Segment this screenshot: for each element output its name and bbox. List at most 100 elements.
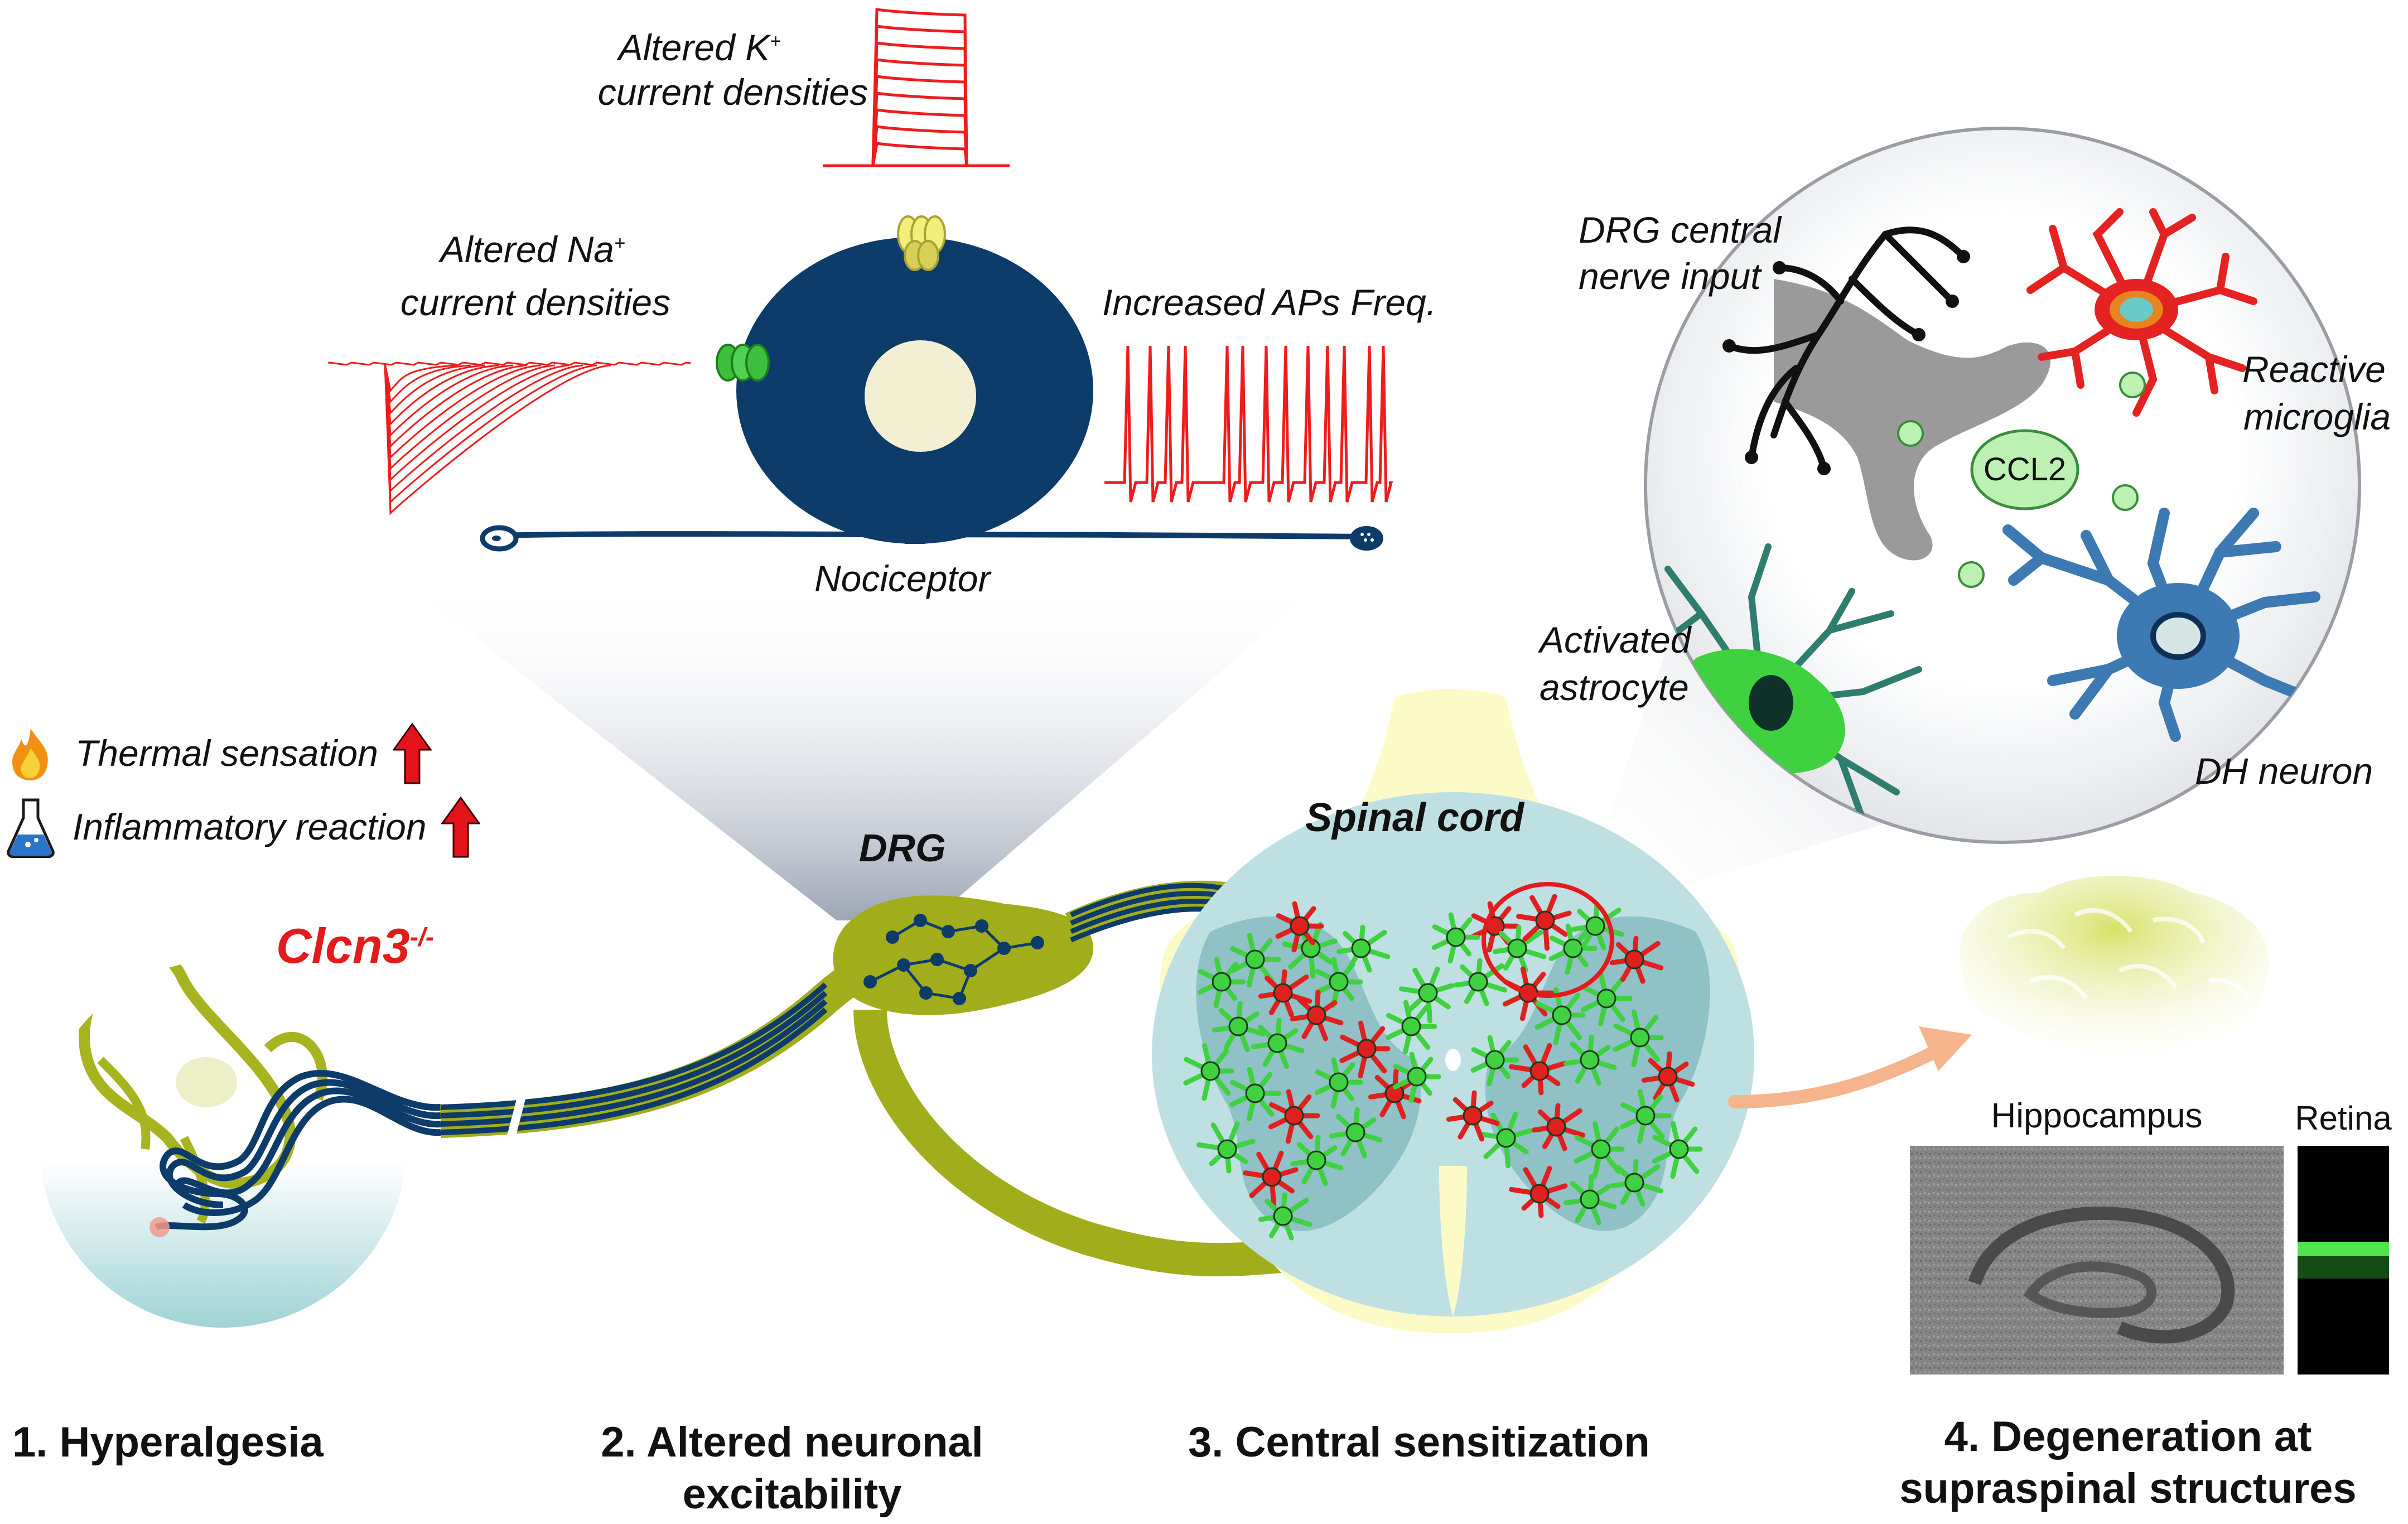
- drg-axon-branches: [1726, 226, 1967, 472]
- microglia-label: Reactive: [2242, 349, 2386, 390]
- k-trace-step: [871, 91, 968, 166]
- astrocyte-glyph: [1563, 1174, 1617, 1226]
- drg-input-label: DRG central: [1579, 209, 1782, 250]
- microglia-glyph: [1258, 969, 1312, 1017]
- astrocyte-glyph: [1609, 1159, 1664, 1207]
- k-trace-step: [871, 108, 968, 166]
- astrocyte-glyph: [1492, 924, 1547, 973]
- potassium-current-trace: [823, 8, 1010, 167]
- astrocyte-glyph: [1183, 1043, 1234, 1101]
- astrocyte-glyph: [1392, 1052, 1441, 1103]
- glia-cell-cluster: [1183, 894, 1703, 1241]
- sodium-current-label-2: current densities: [400, 282, 671, 323]
- na-trace-sweep: [384, 363, 472, 404]
- astrocyte-glyph: [1548, 923, 1598, 975]
- sodium-channel: [716, 344, 770, 382]
- astrocyte-glyph: [1336, 924, 1391, 973]
- microglia-label-2: microglia: [2243, 396, 2391, 437]
- thermal-row: Thermal sensation: [6, 723, 432, 784]
- retina-image: [2298, 1146, 2389, 1375]
- astrocyte-glyph: [1477, 1111, 1533, 1169]
- astrocyte-glyph: [1314, 957, 1363, 1009]
- microglia-glyph: [1275, 901, 1324, 953]
- retina-label: Retina: [2295, 1099, 2392, 1137]
- k-trace-step: [871, 142, 968, 166]
- astrocyte-glyph: [1386, 1000, 1437, 1055]
- astrocyte-glyph: [1251, 1017, 1305, 1069]
- astrocyte-label: Activated: [1540, 619, 1691, 660]
- caption-central-sensitization: 3. Central sensitization: [1188, 1419, 1650, 1466]
- na-trace-sweep: [384, 363, 514, 437]
- astrocyte-label-2: astrocyte: [1540, 667, 1689, 708]
- astrocyte-glyph: [1399, 966, 1455, 1024]
- microglia-glyph: [1446, 1090, 1500, 1142]
- hippocampus-label: Hippocampus: [1991, 1097, 2203, 1135]
- astrocyte-glyph: [1290, 1135, 1344, 1187]
- drg-terminal: [1774, 279, 2051, 561]
- k-trace-step: [871, 8, 968, 166]
- na-trace-sweep: [384, 363, 583, 493]
- na-trace-sweep: [384, 363, 458, 393]
- na-trace-sweep: [384, 363, 528, 448]
- astrocyte-glyph: [1212, 1001, 1266, 1053]
- astrocyte-glyph: [1613, 1009, 1664, 1068]
- action-potential-trace: [1104, 345, 1393, 503]
- astrocyte-glyph: [1229, 933, 1281, 988]
- astrocyte-glyph: [1229, 1067, 1281, 1122]
- na-trace-sweep: [384, 363, 500, 426]
- highlight-circle: [1482, 882, 1614, 998]
- ccl2-bubble: [1970, 429, 2079, 510]
- microglia-glyph: [1609, 935, 1664, 984]
- drg-input-label-2: nerve input: [1579, 255, 1761, 297]
- astrocyte-glyph: [1453, 958, 1508, 1006]
- astrocyte-glyph: [1329, 1107, 1383, 1159]
- na-trace-sweep: [384, 363, 597, 504]
- potassium-current-label-2: current densities: [597, 71, 868, 113]
- glial-interaction-zoom: [1644, 127, 2361, 844]
- caption-hyperalgesia: 1. Hyperalgesia: [12, 1419, 324, 1466]
- microglia-glyph: [1509, 1043, 1568, 1096]
- thermal-label: Thermal sensation: [75, 732, 378, 774]
- inflammatory-label: Inflammatory reaction: [73, 806, 427, 848]
- astrocyte-glyph: [1258, 1192, 1312, 1241]
- microglia-glyph: [1290, 990, 1344, 1041]
- microglia-glyph: [1268, 1089, 1320, 1144]
- astrocyte-glyph: [1574, 1121, 1625, 1179]
- astrocyte-glyph: [1314, 1057, 1363, 1109]
- sodium-current-trace: [328, 361, 691, 515]
- na-trace-sweep: [384, 363, 611, 515]
- flask-icon: [7, 798, 55, 858]
- microglia-glyph: [1516, 894, 1572, 951]
- k-trace-step: [871, 125, 968, 166]
- drg-magnification-beam: [402, 580, 1328, 920]
- nociceptor-label: Nociceptor: [814, 558, 991, 599]
- potassium-channel: [897, 215, 946, 271]
- spinal-cord-label: Spinal cord: [1305, 795, 1524, 840]
- ventral-root: [853, 1009, 1296, 1277]
- microglia-glyph: [1243, 1150, 1299, 1208]
- fire-icon: [12, 729, 48, 780]
- astrocyte-glyph: [1620, 1089, 1672, 1144]
- dorsal-root-ganglion: [833, 895, 1093, 1015]
- k-trace-step: [871, 25, 968, 166]
- mouse-illustration: [39, 959, 441, 1328]
- astrocyte-glyph: [1470, 1035, 1519, 1087]
- nociceptor-diagram: [480, 215, 1383, 552]
- astrocyte-glyph: [1197, 957, 1246, 1009]
- reactive-microglia-cell: [2026, 208, 2257, 417]
- na-trace-sweep: [384, 363, 486, 415]
- increase-arrow-icon-2: [441, 797, 480, 858]
- astrocyte-glyph: [1581, 972, 1633, 1027]
- k-trace-step: [871, 41, 968, 166]
- astrocyte-glyph: [1534, 987, 1586, 1045]
- na-trace-sweep: [384, 363, 570, 482]
- sodium-current-label: Altered Na+: [440, 229, 625, 270]
- astrocyte-glyph: [1563, 1034, 1617, 1086]
- astrocyte-glyph: [1431, 912, 1480, 964]
- aps-frequency-label: Increased APs Freq.: [1102, 282, 1437, 323]
- ccl2-vesicles: [1897, 372, 2146, 588]
- astrocyte-glyph: [1652, 1121, 1703, 1179]
- drg-label: DRG: [859, 826, 946, 870]
- microglia-glyph: [1339, 1020, 1391, 1079]
